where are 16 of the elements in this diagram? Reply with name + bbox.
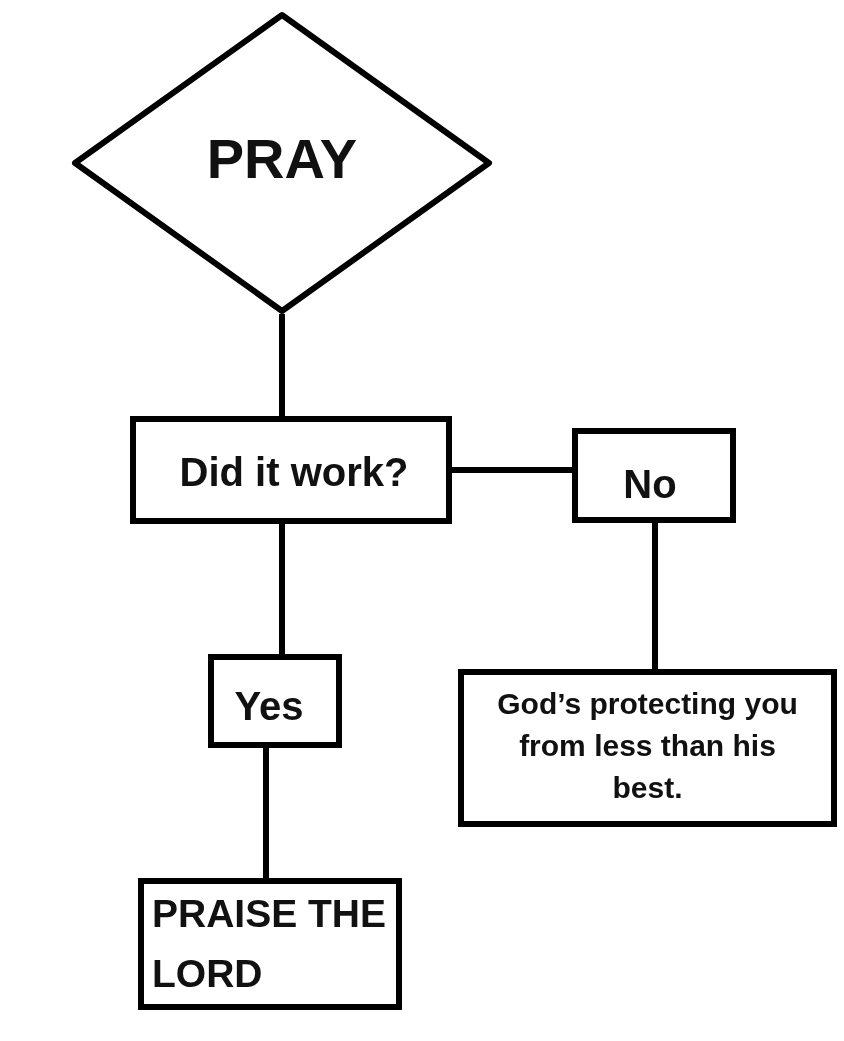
connector-line [452,467,572,473]
box-label: God’s protecting you from less than his best. [496,686,799,806]
box-label: Yes [234,683,304,730]
connector-line [279,314,285,416]
process-box [208,654,342,748]
box-label: No [623,460,677,508]
box-label: PRAISE THE LORD [152,891,388,997]
connector-line [279,524,285,654]
box-label: PRAY [206,129,358,189]
process-box [130,416,452,524]
box-label: Did it work? [179,449,409,496]
connector-line [263,748,269,878]
process-box [572,428,736,523]
process-box [138,878,402,1010]
connector-line [652,523,658,669]
process-box [458,669,837,827]
